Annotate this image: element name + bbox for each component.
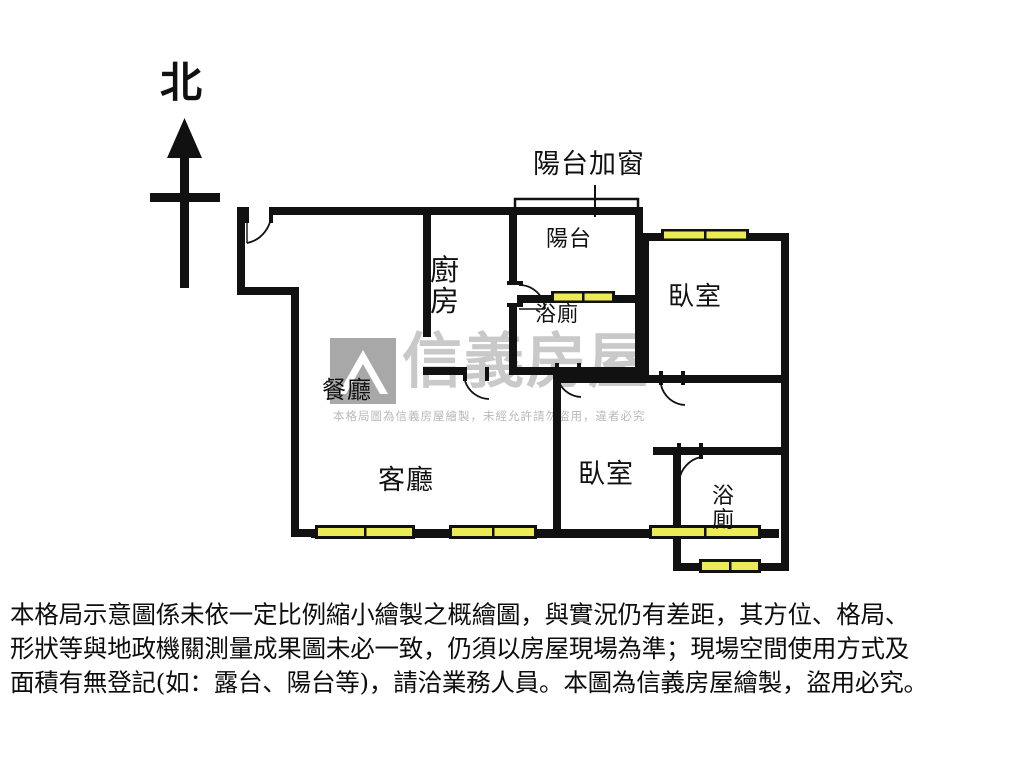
door-bedroom1 <box>659 371 686 406</box>
window-group <box>315 229 761 573</box>
window-bathroom1 <box>551 291 615 303</box>
door-entrance <box>245 207 273 244</box>
room-label-living: 客廳 <box>378 465 434 496</box>
disclaimer-text: 本格局示意圖係未依一定比例縮小繪製之概繪圖，與實況仍有差距，其方位、格局、 形狀… <box>10 598 1014 699</box>
room-label-bathroom-2: 浴 廁 <box>712 484 736 533</box>
room-label-dining: 餐廳 <box>322 376 372 404</box>
room-label-balcony: 陽台 <box>546 227 593 252</box>
room-label-bedroom-2: 臥室 <box>578 459 634 490</box>
floor-plan-drawing <box>237 185 789 573</box>
window-bathroom2 <box>699 559 761 573</box>
window-bedroom2 <box>649 525 761 539</box>
window-living-left <box>315 525 415 539</box>
north-arrow-icon <box>150 118 220 288</box>
room-label-bathroom-1: 浴廁 <box>535 302 579 326</box>
door-kitchen-dining <box>463 367 490 400</box>
disclaimer-line-2: 形狀等與地政機關測量成果圖未必一致，仍須以房屋現場為準；現場空間使用方式及 <box>10 633 910 663</box>
door-kitchen <box>507 281 546 310</box>
wall-group <box>237 207 789 571</box>
compass-north-label: 北 <box>160 58 203 107</box>
window-bedroom1 <box>661 229 749 241</box>
room-label-kitchen: 廚 房 <box>430 253 461 319</box>
disclaimer-line-3: 面積有無登記(如：露台、陽台等)，請洽業務人員。本圖為信義房屋繪製，盜用必究。 <box>10 667 928 697</box>
window-living-right <box>449 525 537 539</box>
door-group <box>245 207 703 482</box>
door-bathroom1 <box>555 363 582 398</box>
annotation-balcony-window-label: 陽台加窗 <box>533 149 645 180</box>
room-label-bedroom-1: 臥室 <box>668 282 723 312</box>
disclaimer-line-1: 本格局示意圖係未依一定比例縮小繪製之概繪圖，與實況仍有差距，其方位、格局、 <box>10 600 910 629</box>
door-bathroom2 <box>677 443 703 482</box>
